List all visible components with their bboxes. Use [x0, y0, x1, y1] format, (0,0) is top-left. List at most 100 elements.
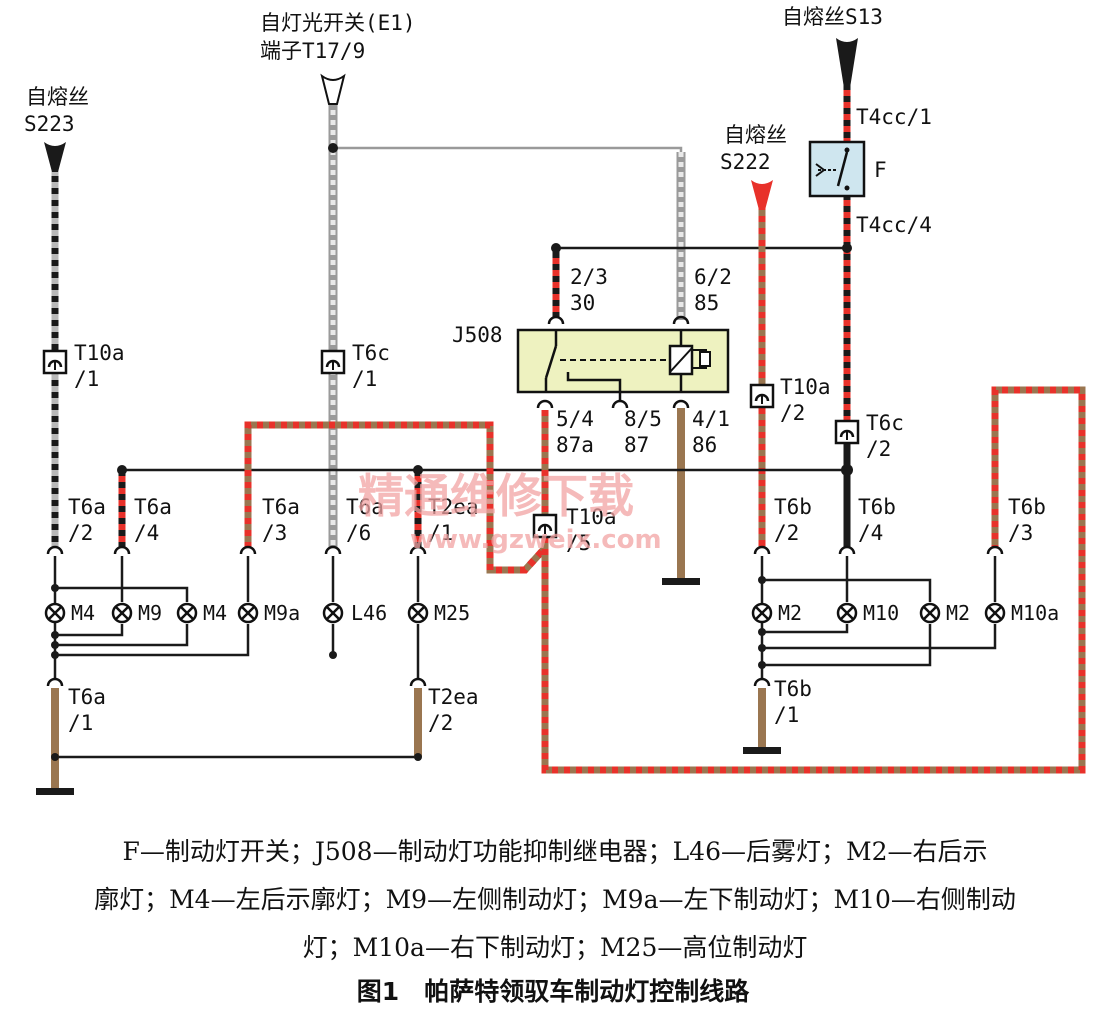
supply-arrow-e1: [320, 73, 346, 105]
lamp-label-m25: M25: [434, 601, 470, 625]
connector-label-t2ea-2-pin: /2: [428, 711, 453, 735]
connector-t10a-1: [42, 349, 68, 375]
connector-label-t6a-1-pin: /1: [68, 711, 93, 735]
watermark: 精通维修下载 www.gzweix.com: [358, 469, 662, 555]
ground-symbol-right: [743, 747, 781, 754]
relay-pin-30-num: 30: [570, 291, 595, 315]
lamp-m10a-icon: [984, 602, 1006, 624]
connector-label-t10a-2-pin: /2: [780, 401, 805, 425]
connector-t10a-2: [749, 383, 775, 409]
lamp-m4-1-icon: [44, 602, 66, 624]
connector-label-t6b-3-name: T6b: [1008, 495, 1046, 519]
connector-label-t6b-4-pin: /4: [858, 521, 883, 545]
relay-pin-87a-code: 5/4: [556, 407, 594, 431]
figure-title: 图1 帕萨特领驭车制动灯控制线路: [356, 977, 750, 1006]
source-label-s222-line2: S222: [720, 150, 771, 174]
connector-label-t2ea-2-name: T2ea: [428, 685, 479, 709]
lamp-m10-icon: [836, 602, 858, 624]
connector-label-t6a-6-name: T6a: [346, 495, 384, 519]
watermark-main: 精通维修下载: [358, 469, 634, 523]
relay-pin-86-num: 86: [692, 433, 717, 457]
supply-arrow-s223: [44, 142, 66, 172]
connector-label-t10a-1-name: T10a: [74, 341, 125, 365]
connector-t6c-1: [320, 349, 346, 375]
connector-label-t6b-2-name: T6b: [774, 495, 812, 519]
lamp-label-m4-2: M4: [203, 601, 227, 625]
connector-label-t6a-2-pin: /2: [68, 521, 93, 545]
lamp-m9-icon: [111, 602, 133, 624]
source-label-s13: 自熔丝S13: [782, 5, 883, 29]
connector-label-t10a-5-pin: /5: [566, 531, 591, 555]
supply-arrow-s13: [836, 38, 858, 88]
connector-label-t6a-1-name: T6a: [68, 685, 106, 709]
lamp-m2-2-icon: [919, 602, 941, 624]
ground-symbols: [36, 578, 781, 795]
connector-label-t6c-2-pin: /2: [866, 437, 891, 461]
lamp-m25-icon: [407, 602, 429, 624]
relay-pin-86-code: 4/1: [692, 407, 730, 431]
wiring: [51, 80, 1086, 790]
supply-arrow-s222: [751, 180, 773, 210]
lamp-m9a-icon: [237, 602, 259, 624]
wire-87a-red-brown-loop: [541, 386, 1086, 774]
wire-left-lamp-bank: [53, 556, 420, 759]
connector-label-t6c-2-name: T6c: [866, 411, 904, 435]
legend-line-2: 廓灯；M4—左后示廓灯；M9—左侧制动灯；M9a—左下制动灯；M10—右侧制动: [94, 885, 1016, 914]
relay-pin-87a-num: 87a: [556, 433, 594, 457]
connector-label-t6b-1-pin: /1: [774, 703, 799, 727]
source-label-e1-line1: 自灯光开关(E1): [260, 11, 416, 35]
lamp-l46-icon: [322, 602, 344, 624]
lamp-label-m9: M9: [138, 601, 162, 625]
wire-grey-to-relay-85: [333, 146, 686, 320]
lamp-m2-1-icon: [751, 602, 773, 624]
connector-label-t6b-1-name: T6b: [774, 677, 812, 701]
connector-label-t2ea-1-name: T2ea: [428, 495, 479, 519]
lamp-label-m2-1: M2: [778, 601, 802, 625]
relay-pin-85-num: 85: [694, 291, 719, 315]
source-label-e1-line2: 端子T17/9: [260, 39, 365, 63]
brake-switch-f: [808, 140, 866, 198]
lamp-m4-2-icon: [176, 602, 198, 624]
connector-label-t6a-4-pin: /4: [134, 521, 159, 545]
ground-symbol-relay: [662, 578, 700, 585]
lamp-label-m10a: M10a: [1011, 601, 1059, 625]
connector-label-t6a-3-pin: /3: [262, 521, 287, 545]
watermark-url: www.gzweix.com: [410, 525, 662, 555]
switch-label-f: F: [874, 158, 887, 182]
ground-symbol-left: [36, 788, 74, 795]
legend-line-1: F—制动灯开关；J508—制动灯功能抑制继电器；L46—后雾灯；M2—右后示: [122, 837, 988, 866]
lamp-label-l46: L46: [351, 601, 387, 625]
source-label-s222-line1: 自熔丝: [724, 123, 787, 147]
source-label-s223-line2: S223: [24, 112, 75, 136]
relay-pin-85-code: 6/2: [694, 265, 732, 289]
legend-line-3: 灯；M10a—右下制动灯；M25—高位制动灯: [302, 933, 808, 962]
relay-pin-30-code: 2/3: [570, 265, 608, 289]
junction-dots: [51, 143, 853, 761]
relay-label-j508: J508: [452, 323, 503, 347]
lamp-label-m10: M10: [863, 601, 899, 625]
connector-label-t10a-1-pin: /1: [74, 367, 99, 391]
connector-label-t6b-2-pin: /2: [774, 521, 799, 545]
relay-pin-87-num: 87: [624, 433, 649, 457]
lamp-label-m2-2: M2: [946, 601, 970, 625]
connector-label-t6a-3-name: T6a: [262, 495, 300, 519]
connector-label-t6b-4-name: T6b: [858, 495, 896, 519]
labels: 自熔丝 S223 自灯光开关(E1) 端子T17/9 自熔丝 S222 自熔丝S…: [24, 5, 1059, 735]
connector-label-t6a-6-pin: /6: [346, 521, 371, 545]
relay-j508: [516, 328, 730, 394]
connector-label-t4cc-1: T4cc/1: [856, 105, 932, 129]
connector-label-t6c-1-pin: /1: [352, 367, 377, 391]
connector-t6c-2: [834, 419, 860, 445]
connector-label-t10a-2-name: T10a: [780, 375, 831, 399]
lamp-label-m4-1: M4: [71, 601, 95, 625]
connector-label-t6a-2-name: T6a: [68, 495, 106, 519]
connector-label-t2ea-1-pin: /1: [428, 521, 453, 545]
connector-label-t10a-5-name: T10a: [566, 505, 617, 529]
wire-relay-30-black-red: [552, 246, 847, 318]
legend: F—制动灯开关；J508—制动灯功能抑制继电器；L46—后雾灯；M2—右后示 廓…: [30, 828, 1080, 972]
connector-label-t6a-4-name: T6a: [134, 495, 172, 519]
relay-pin-87-code: 8/5: [624, 407, 662, 431]
connector-label-t6b-3-pin: /3: [1008, 521, 1033, 545]
connector-label-t6c-1-name: T6c: [352, 341, 390, 365]
